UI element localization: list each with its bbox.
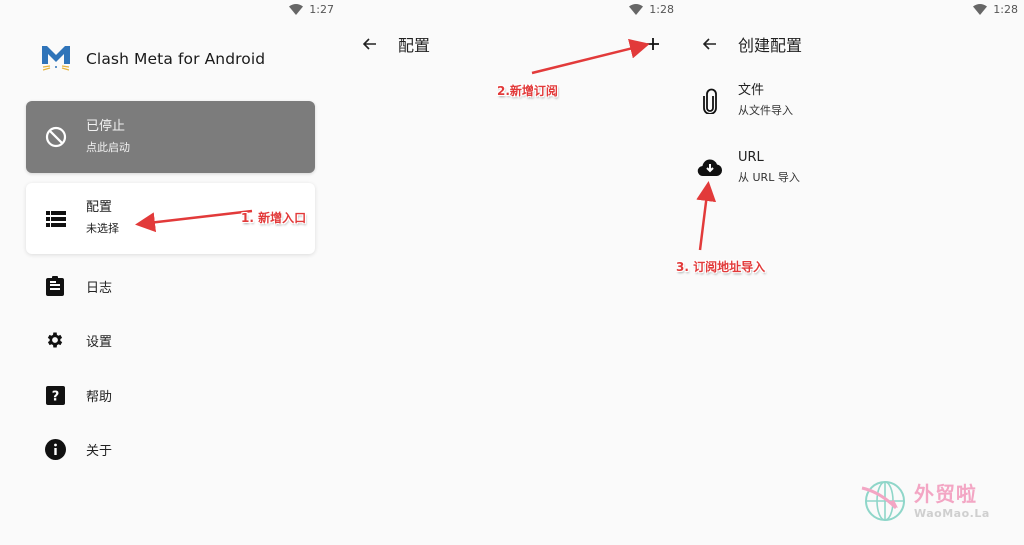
annotation-step1: 1. 新增入口 [241, 211, 307, 225]
create-profile-appbar: 创建配置 [680, 30, 1024, 58]
list-icon [44, 207, 68, 231]
back-button[interactable] [700, 34, 720, 54]
paperclip-icon [696, 87, 724, 115]
menu-label: 设置 [86, 334, 113, 350]
home-screen: 1:27 Clash Meta for Android 已停止 点此启动 配置 … [0, 0, 340, 545]
menu-item-settings[interactable]: 设置 [44, 328, 112, 352]
arrow-left-icon [703, 38, 716, 50]
app-header: Clash Meta for Android [40, 44, 265, 74]
import-file-option[interactable]: 文件 从文件导入 [696, 82, 793, 120]
status-time: 1:28 [993, 3, 1018, 16]
option-title: URL [738, 150, 764, 165]
status-bar: 1:28 [629, 3, 674, 16]
arrow-left-icon [363, 38, 376, 50]
status-subtitle: 点此启动 [86, 140, 130, 154]
menu-label: 日志 [86, 280, 113, 296]
app-logo-icon [42, 46, 70, 71]
watermark-cn: 外贸啦 [914, 481, 977, 506]
add-profile-button[interactable] [644, 35, 662, 53]
svg-text:?: ? [51, 389, 59, 404]
menu-item-help[interactable]: ? 帮助 [44, 383, 112, 407]
status-title: 已停止 [86, 118, 126, 134]
profiles-appbar: 配置 [340, 30, 680, 58]
menu-item-about[interactable]: 关于 [44, 437, 112, 461]
create-profile-screen: 1:28 创建配置 文件 从文件导入 URL 从 URL 导入 [680, 0, 1024, 545]
info-icon [44, 438, 66, 460]
wifi-icon [629, 4, 644, 15]
plus-icon [647, 38, 659, 50]
profile-card[interactable]: 配置 未选择 [26, 183, 315, 254]
import-url-option[interactable]: URL 从 URL 导入 [696, 149, 800, 187]
block-icon [44, 125, 68, 149]
profile-title: 配置 [86, 200, 113, 215]
help-icon: ? [44, 384, 66, 406]
menu-label: 帮助 [86, 389, 113, 405]
status-time: 1:27 [309, 3, 334, 16]
option-subtitle: 从 URL 导入 [738, 171, 800, 184]
annotation-step3: 3. 订阅地址导入 [676, 260, 766, 274]
profile-subtitle: 未选择 [86, 222, 119, 235]
gear-icon [44, 329, 66, 351]
status-time: 1:28 [649, 3, 674, 16]
wifi-icon [289, 4, 304, 15]
annotation-step2: 2.新增订阅 [497, 84, 558, 98]
status-bar: 1:27 [289, 3, 334, 16]
wifi-icon [973, 4, 988, 15]
menu-label: 关于 [86, 443, 113, 459]
option-title: 文件 [738, 83, 765, 98]
watermark-en: WaoMao.La [914, 506, 990, 520]
back-button[interactable] [360, 34, 380, 54]
profiles-screen: 1:28 配置 [340, 0, 680, 545]
cloud-download-icon [696, 154, 724, 182]
page-title: 创建配置 [738, 36, 803, 55]
proxy-status-card[interactable]: 已停止 点此启动 [26, 101, 315, 173]
option-subtitle: 从文件导入 [738, 104, 793, 117]
globe-plane-icon [861, 481, 905, 521]
app-title: Clash Meta for Android [86, 50, 266, 68]
menu-item-logs[interactable]: 日志 [44, 274, 112, 298]
watermark: 外贸啦 WaoMao.La [860, 478, 990, 524]
status-bar: 1:28 [973, 3, 1018, 16]
page-title: 配置 [398, 36, 431, 55]
clipboard-icon [44, 275, 66, 297]
